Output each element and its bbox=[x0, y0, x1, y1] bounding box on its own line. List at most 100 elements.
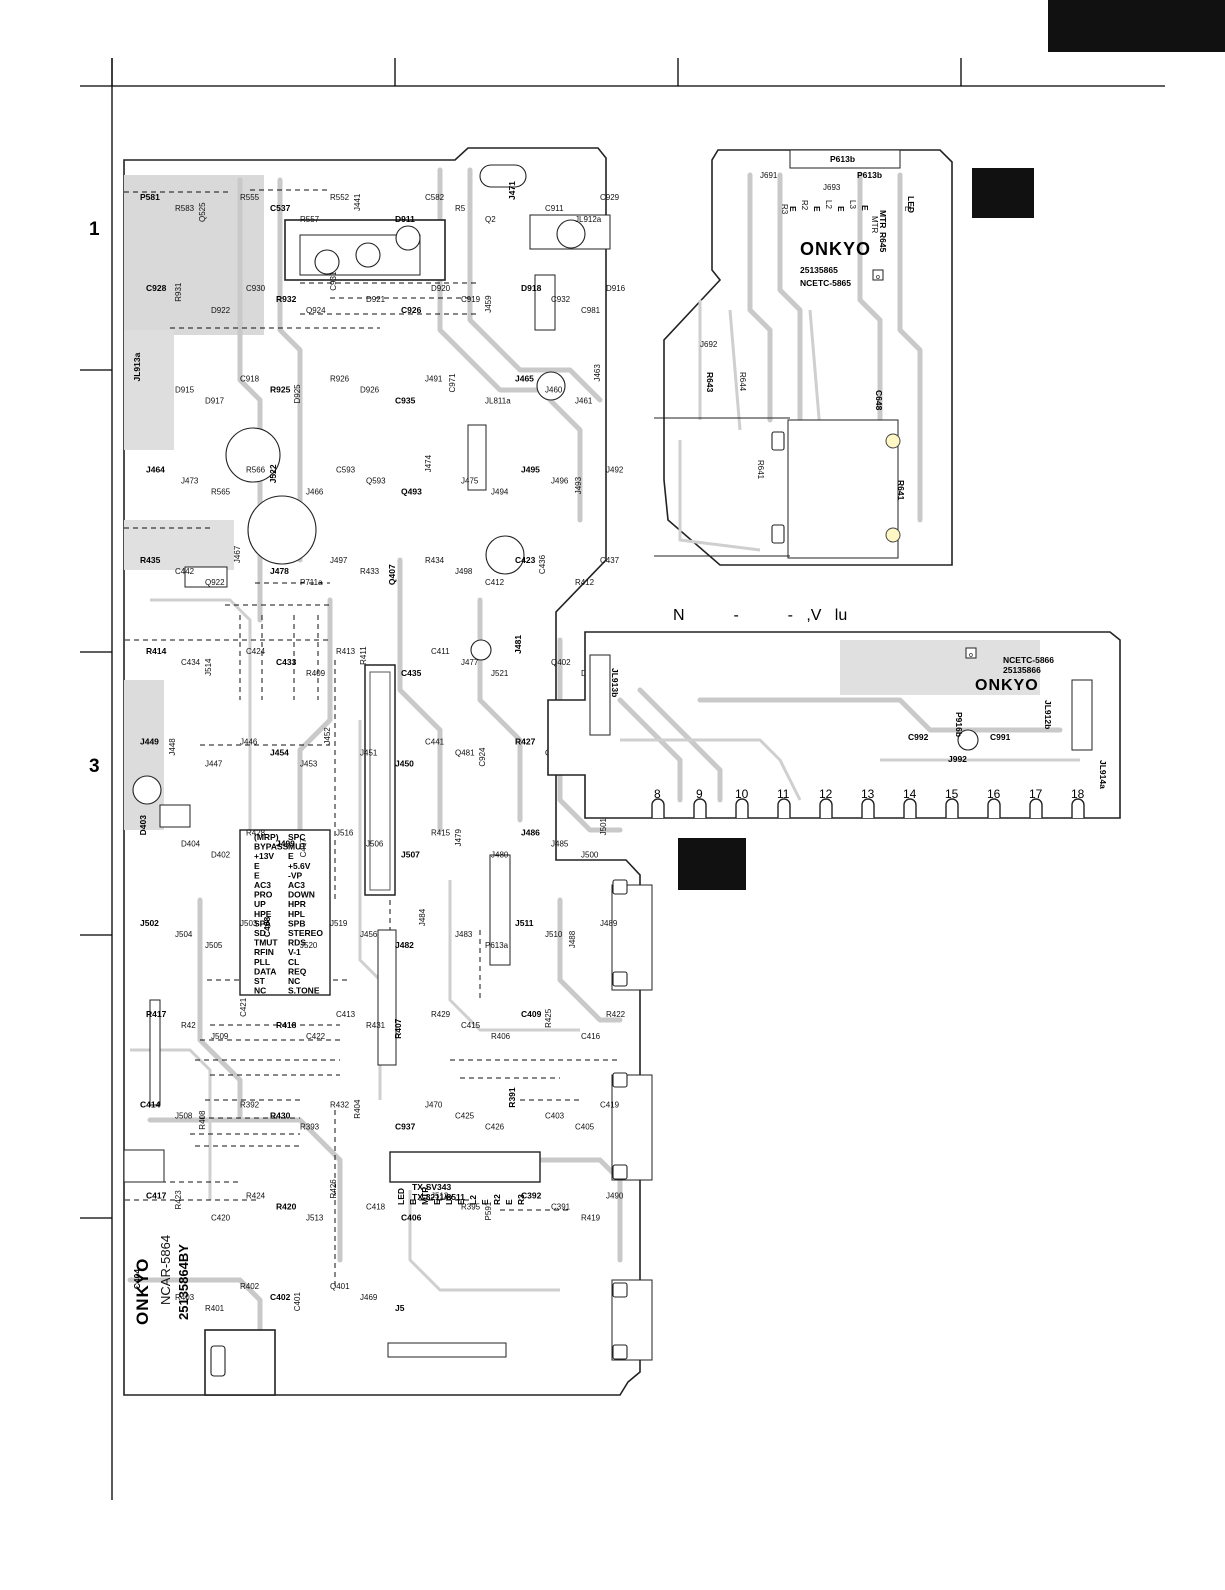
component-label: R423 bbox=[174, 1190, 183, 1210]
component-label: C929 bbox=[600, 193, 620, 202]
p613a-pin-label: E bbox=[456, 1199, 466, 1205]
component-label: R414 bbox=[146, 646, 167, 656]
component-label: J483 bbox=[455, 930, 473, 939]
component-label: C402 bbox=[270, 1292, 291, 1302]
component-label: J492 bbox=[606, 465, 624, 474]
component-label: C419 bbox=[600, 1101, 620, 1110]
p613a-pin-label: E bbox=[504, 1199, 514, 1205]
pin-label-right: AC3 bbox=[288, 880, 305, 890]
capacitor-c935 bbox=[485, 535, 525, 575]
component-label: C391 bbox=[551, 1202, 571, 1211]
component-label: R433 bbox=[360, 567, 380, 576]
component-label: R417 bbox=[146, 1009, 167, 1019]
board-5865-brand: ONKYO bbox=[800, 239, 871, 259]
component-label: J502 bbox=[140, 918, 159, 928]
component-label: C413 bbox=[336, 1010, 356, 1019]
component-label: J514 bbox=[204, 658, 213, 676]
component-label: J493 bbox=[574, 476, 583, 494]
component-label: C931 bbox=[329, 271, 338, 291]
p613a-pin-label: MTR bbox=[420, 1187, 430, 1205]
component-label: R583 bbox=[175, 204, 195, 213]
component-label: J992 bbox=[948, 754, 967, 764]
component-label: C926 bbox=[401, 305, 422, 315]
component-label: J491 bbox=[425, 375, 443, 384]
p613a-pin-label: E bbox=[408, 1199, 418, 1205]
pin-label-right: NC bbox=[288, 976, 300, 986]
component-label: E bbox=[860, 205, 870, 211]
component-label: R931 bbox=[174, 282, 183, 302]
pin-label-right: CL bbox=[288, 957, 299, 967]
component-label: R427 bbox=[515, 737, 536, 747]
component-label: E bbox=[836, 206, 846, 212]
component-label: D403 bbox=[138, 815, 148, 836]
main-board-part-number: 25135864BY bbox=[176, 1244, 191, 1320]
edge-finger-number: 14 bbox=[903, 787, 917, 801]
component-label: J486 bbox=[521, 827, 540, 837]
component-label: R555 bbox=[240, 193, 260, 202]
pin-label-right: REQ bbox=[288, 966, 307, 976]
component-label: J475 bbox=[461, 476, 479, 485]
component-label: J451 bbox=[360, 749, 378, 758]
component-label: J5 bbox=[395, 1303, 405, 1313]
pin-label-left: UP bbox=[254, 899, 266, 909]
pin-label-right: E bbox=[288, 851, 294, 861]
p613a-pin-label: E bbox=[480, 1199, 490, 1205]
component-label: C414 bbox=[140, 1100, 161, 1110]
component-label: D915 bbox=[175, 386, 195, 395]
mount-slot-icon bbox=[479, 164, 527, 188]
component-label: D922 bbox=[211, 306, 231, 315]
component-label: C442 bbox=[175, 567, 195, 576]
component-label: J520 bbox=[300, 941, 318, 950]
component-label: R424 bbox=[246, 1191, 266, 1200]
component-label: J441 bbox=[353, 193, 362, 211]
pin-label-right: SPC bbox=[288, 832, 305, 842]
component-label: J506 bbox=[366, 839, 384, 848]
component-label: C423 bbox=[515, 555, 536, 565]
component-label: J480 bbox=[491, 850, 509, 859]
component-label: J450 bbox=[395, 759, 414, 769]
pin-label-left: SPA bbox=[254, 918, 271, 928]
component-label: R426 bbox=[329, 1179, 338, 1199]
component-label: J503 bbox=[240, 919, 258, 928]
component-label: C422 bbox=[306, 1032, 326, 1041]
component-label: C911 bbox=[545, 204, 564, 213]
component-label: D918 bbox=[521, 283, 542, 293]
component-label: JL913b bbox=[610, 668, 620, 697]
component-label: J495 bbox=[521, 464, 540, 474]
component-label: J507 bbox=[401, 849, 420, 859]
board-5865-traces bbox=[678, 172, 923, 552]
component-label: R425 bbox=[544, 1008, 553, 1028]
component-label: J446 bbox=[240, 738, 258, 747]
component-label: C411 bbox=[431, 647, 450, 656]
component-label: C415 bbox=[461, 1021, 481, 1030]
edge-finger-slot bbox=[693, 798, 707, 818]
component-label: J499 bbox=[276, 838, 295, 848]
component-label: J454 bbox=[270, 748, 289, 758]
connector-j481 bbox=[377, 929, 397, 1066]
component-label: Q922 bbox=[205, 578, 225, 587]
edge-finger-number: 9 bbox=[696, 787, 703, 801]
component-label: C426 bbox=[485, 1123, 505, 1132]
component-label: J465 bbox=[515, 374, 534, 384]
component-label: J519 bbox=[330, 919, 348, 928]
component-label: J498 bbox=[455, 567, 473, 576]
component-label: R420 bbox=[276, 1201, 297, 1211]
edge-finger-number: 18 bbox=[1071, 787, 1085, 801]
component-label: C648 bbox=[874, 390, 884, 411]
component-label: J449 bbox=[140, 737, 159, 747]
pin-label-left: BYPASS bbox=[254, 842, 289, 852]
component-label: C417 bbox=[146, 1190, 167, 1200]
edge-finger-slot bbox=[651, 798, 665, 818]
component-label: J489 bbox=[600, 919, 618, 928]
pin-label-right: RDS bbox=[288, 938, 306, 948]
component-label: R430 bbox=[270, 1111, 291, 1121]
component-label: J485 bbox=[551, 839, 569, 848]
